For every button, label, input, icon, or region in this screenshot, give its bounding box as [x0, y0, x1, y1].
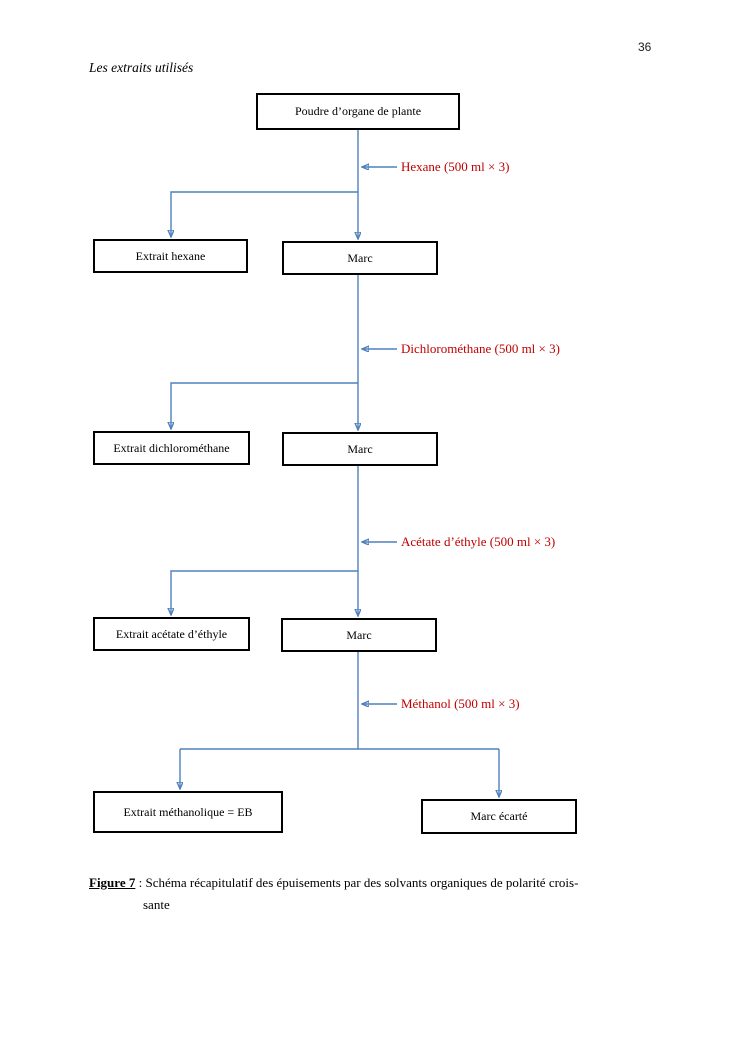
section-header: Les extraits utilisés: [89, 60, 194, 75]
box-extrait-acetate-ethyle: Extrait acétate d’éthyle: [93, 617, 250, 651]
caption-text-line1: Schéma récapitulatif des épuisements par…: [145, 875, 579, 890]
box-extrait-hexane: Extrait hexane: [93, 239, 248, 273]
caption-separator: :: [135, 875, 146, 890]
connector-branch-extrait-acetate: [171, 570, 358, 615]
connector-branch-extrait-hexane: [171, 191, 358, 237]
caption-line1: Figure 7 : Schéma récapitulatif des épui…: [89, 872, 679, 894]
box-marc-ecarte: Marc écarté: [421, 799, 577, 834]
figure-caption: Figure 7 : Schéma récapitulatif des épui…: [89, 872, 679, 916]
figure-label: Figure 7: [89, 875, 136, 890]
box-extrait-dichloromethane: Extrait dichlorométhane: [93, 431, 250, 465]
solvent-label-dichloromethane: Dichlorométhane (500 ml × 3): [401, 341, 560, 356]
box-marc-1: Marc: [282, 241, 438, 275]
page-number: 36: [638, 40, 652, 54]
box-poudre-organe: Poudre d’organe de plante: [256, 93, 460, 130]
solvent-label-hexane: Hexane (500 ml × 3): [401, 159, 510, 174]
box-marc-3: Marc: [281, 618, 437, 652]
box-marc-2: Marc: [282, 432, 438, 466]
connector-branch-extrait-dichloromethane: [171, 382, 358, 429]
solvent-label-acetate: Acétate d’éthyle (500 ml × 3): [401, 534, 556, 549]
caption-text-line2: sante: [143, 897, 170, 912]
box-extrait-methanolique: Extrait méthanolique = EB: [93, 791, 283, 833]
solvent-label-methanol: Méthanol (500 ml × 3): [401, 696, 520, 711]
